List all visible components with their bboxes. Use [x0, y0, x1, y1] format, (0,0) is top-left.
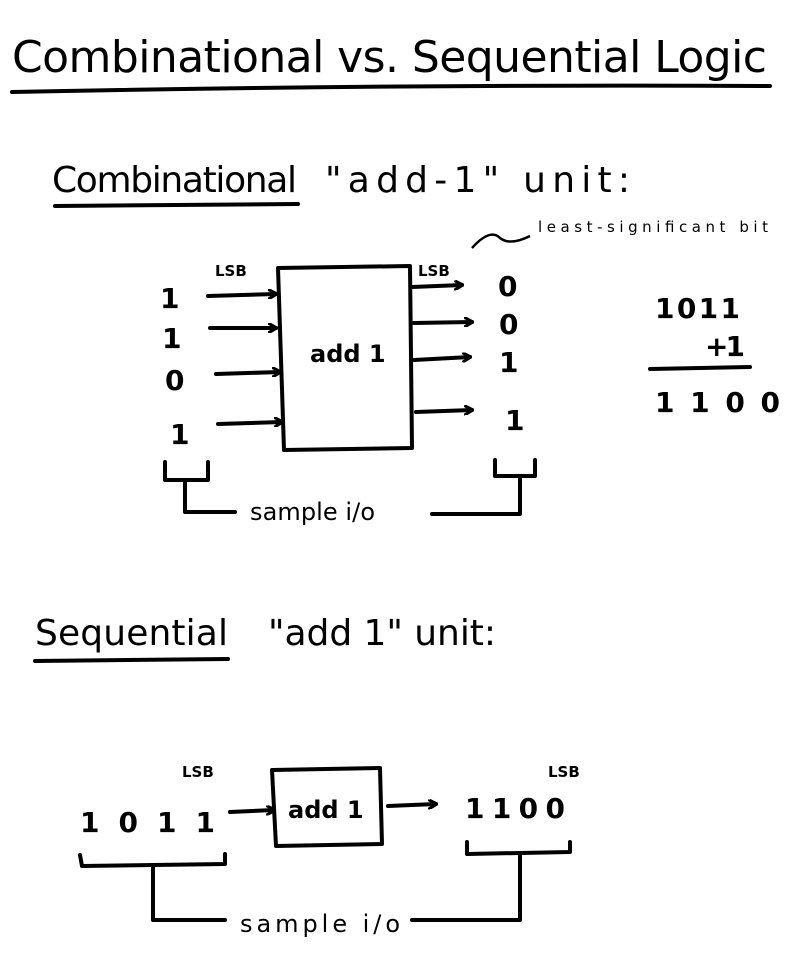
sequential-connector-right — [410, 854, 522, 922]
addition-top: 1011 — [655, 292, 740, 325]
add1-sequential-box — [270, 766, 384, 848]
input-arrow — [206, 294, 276, 296]
lsb-output-label: LSB — [418, 262, 450, 280]
add1-sequential-label: add 1 — [288, 796, 364, 824]
sequential-input: 1 0 1 1 — [80, 806, 215, 839]
sequential-output: 1 1 0 0 — [465, 792, 565, 825]
input-bit: 1 — [162, 322, 181, 355]
lsb-input-label: LSB — [182, 763, 214, 781]
lsb-input-label: LSB — [215, 262, 247, 280]
output-arrow — [414, 410, 472, 412]
output-bit: 1 — [499, 346, 518, 379]
output-arrow — [412, 357, 470, 360]
sequential-connector-left — [151, 864, 227, 922]
input-arrow — [216, 422, 282, 424]
sample-connector-right — [430, 476, 522, 516]
input-bracket — [163, 460, 210, 482]
lsb-output-label: LSB — [548, 763, 580, 781]
add1-combinational-label: add 1 — [310, 340, 386, 368]
output-arrow — [412, 322, 472, 323]
sequential-heading-word: Sequential — [35, 613, 228, 654]
output-bracket — [493, 458, 537, 478]
combinational-heading-rest: "add-1" unit: — [325, 160, 630, 201]
sequential-heading-rest: "add 1" unit: — [268, 613, 496, 654]
output-bit: 1 — [505, 404, 524, 437]
input-bit: 0 — [165, 364, 184, 397]
add1-combinational-box — [276, 264, 414, 452]
sequential-output-arrow — [386, 804, 436, 806]
addition-result: 1100 — [655, 386, 780, 419]
sequential-input-arrow — [228, 810, 274, 812]
output-arrow — [410, 285, 462, 287]
combinational-heading-word: Combinational — [52, 160, 297, 201]
addition-addend: +1 — [705, 330, 745, 363]
lsb-annotation: least-significant bit — [538, 218, 768, 236]
sequential-output-bracket — [465, 840, 572, 856]
input-bit: 1 — [170, 418, 189, 451]
title-underline — [10, 83, 772, 94]
sample-connector-left — [183, 478, 237, 514]
input-bit: 1 — [160, 282, 179, 315]
output-bit: 0 — [499, 308, 518, 341]
page-title: Combinational vs. Sequential Logic — [12, 32, 767, 83]
input-arrow — [214, 372, 280, 374]
addition-line — [648, 365, 752, 371]
sequential-underline — [33, 657, 230, 663]
sequential-sample-io-label: sample i/o — [240, 910, 400, 938]
annotation-squiggle — [471, 233, 531, 249]
sample-io-label: sample i/o — [250, 498, 375, 526]
output-bit: 0 — [498, 270, 517, 303]
combinational-underline — [53, 202, 300, 208]
